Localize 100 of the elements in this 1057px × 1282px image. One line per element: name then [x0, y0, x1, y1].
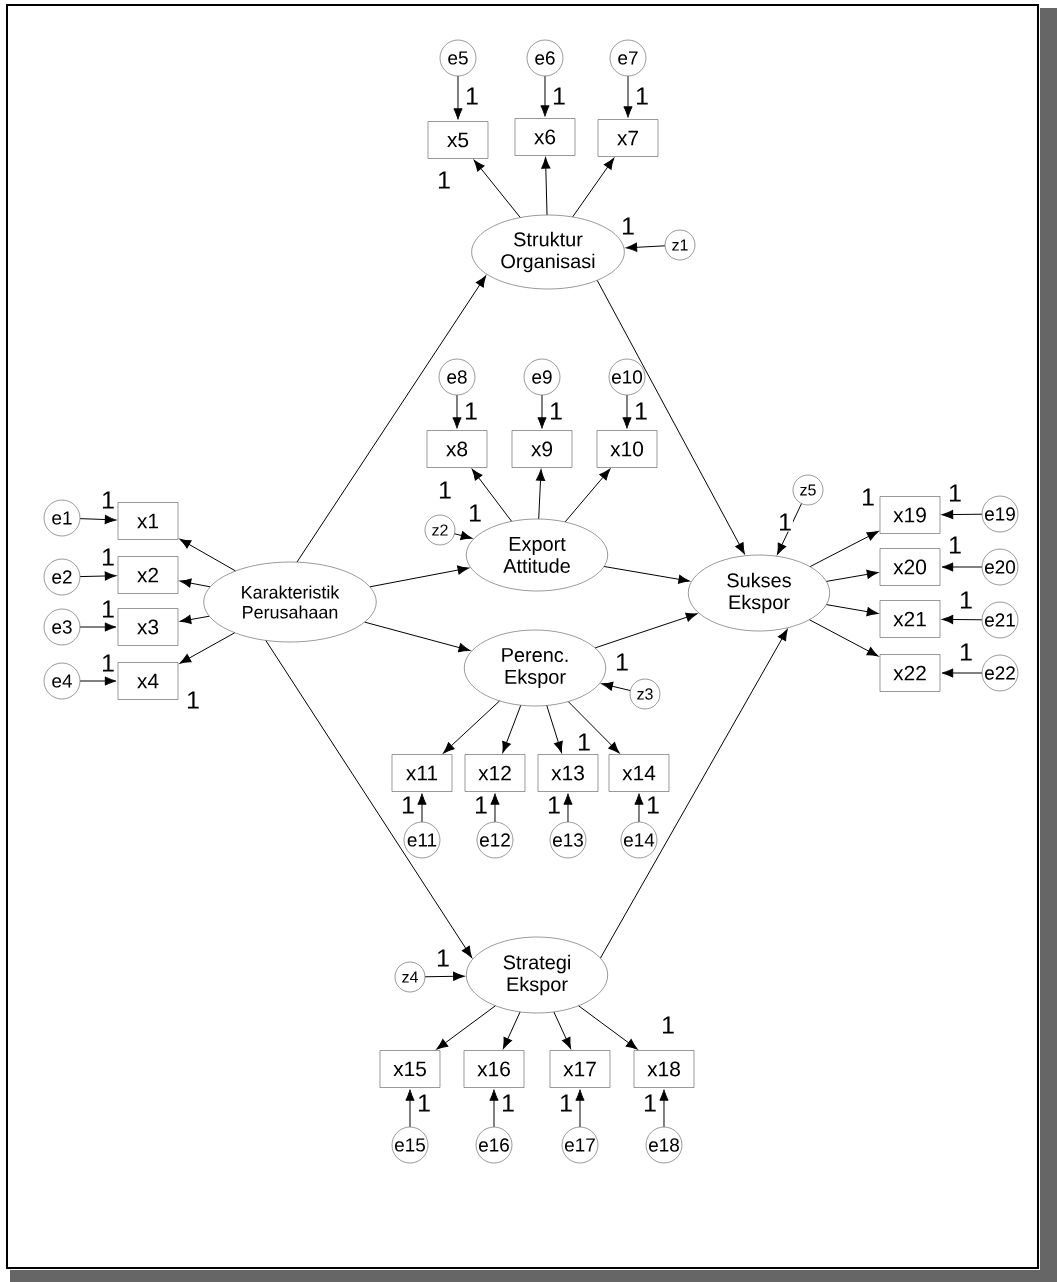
arrow: [424, 971, 465, 981]
arrow: [79, 676, 117, 686]
arrow: [809, 531, 879, 568]
arrow: [563, 793, 573, 823]
arrow: [179, 578, 211, 588]
observed-variable-box: x10: [596, 430, 658, 468]
edge-label: 1: [777, 512, 793, 532]
edge-label: 1: [558, 1093, 574, 1113]
observed-variable-box: x11: [391, 754, 453, 792]
arrow: [405, 1089, 415, 1128]
arrow: [179, 615, 210, 625]
arrow: [443, 700, 500, 754]
edge-label: 1: [416, 1093, 432, 1113]
edge-label: 1: [548, 401, 564, 421]
observed-variable-box: x2: [117, 556, 179, 594]
observed-variable-box: x20: [879, 548, 941, 586]
arrow: [79, 622, 117, 632]
observed-variable-box: x1: [117, 502, 179, 540]
edge-label: 1: [400, 795, 416, 815]
arrow: [622, 394, 632, 429]
arrow: [941, 562, 983, 572]
edge-label: 1: [100, 599, 116, 619]
arrow: [296, 275, 487, 563]
observed-variable-box: x13: [537, 754, 599, 792]
edge-label: 1: [958, 642, 974, 662]
arrow: [941, 509, 983, 520]
arrow: [603, 566, 690, 584]
arrow: [601, 681, 631, 691]
arrow: [79, 514, 117, 525]
arrow: [941, 668, 983, 678]
edge-label: 1: [642, 1093, 658, 1113]
arrow: [471, 468, 512, 522]
arrow: [537, 394, 547, 429]
arrow: [941, 614, 983, 625]
edge-label: 1: [576, 732, 592, 752]
edge-label: 1: [100, 653, 116, 673]
observed-variable-box: x3: [117, 608, 179, 646]
arrow: [540, 75, 550, 117]
edge-label: 1: [546, 795, 562, 815]
edge-label: 1: [464, 86, 480, 106]
arrow: [179, 538, 236, 572]
edge-label: 1: [633, 401, 649, 421]
arrow: [578, 1005, 638, 1050]
arrow: [625, 242, 666, 252]
edge-label: 1: [437, 480, 453, 500]
observed-variable-box: x17: [549, 1050, 611, 1088]
arrow: [454, 531, 473, 541]
observed-variable-box: x8: [426, 430, 488, 468]
arrow: [502, 704, 522, 753]
edge-label: 1: [958, 590, 974, 610]
edge-label: 1: [660, 1015, 676, 1035]
arrow: [452, 394, 462, 429]
edge-label: 1: [500, 1093, 516, 1113]
edge-label: 1: [436, 170, 452, 190]
arrow: [659, 1089, 669, 1128]
arrow: [490, 793, 500, 823]
edge-label: 1: [185, 690, 201, 710]
arrow: [436, 1005, 496, 1050]
edge-label: 1: [634, 86, 650, 106]
observed-variable-box: x18: [633, 1050, 695, 1088]
edge-label: 1: [645, 795, 661, 815]
arrow: [594, 612, 698, 649]
edge-label: 1: [947, 535, 963, 555]
arrow: [600, 629, 788, 959]
arrow: [265, 640, 473, 958]
arrow: [489, 1089, 499, 1128]
observed-variable-box: x4: [117, 662, 179, 700]
arrow: [541, 157, 551, 216]
edge-label: 1: [614, 652, 630, 672]
arrow: [553, 1011, 572, 1049]
arrow: [179, 632, 236, 664]
arrow: [473, 159, 521, 218]
observed-variable-box: x21: [879, 600, 941, 638]
arrow: [535, 469, 546, 520]
observed-variable-box: x15: [379, 1050, 441, 1088]
arrow: [369, 565, 470, 588]
arrow: [575, 1089, 585, 1128]
observed-variable-box: x7: [597, 119, 659, 157]
observed-variable-box: x6: [514, 118, 576, 156]
arrow: [596, 280, 745, 555]
edge-label: 1: [100, 547, 116, 567]
arrow: [79, 571, 117, 581]
arrow: [623, 75, 633, 118]
arrow: [364, 621, 471, 653]
arrow: [417, 793, 427, 823]
observed-variable-box: x22: [879, 654, 941, 692]
arrow: [546, 705, 563, 753]
observed-variable-box: x9: [511, 430, 573, 468]
observed-variable-box: x5: [427, 121, 489, 159]
edge-label: 1: [551, 86, 567, 106]
arrow: [776, 503, 802, 555]
edge-label: 1: [435, 948, 451, 968]
arrow: [826, 569, 879, 582]
arrow: [826, 604, 879, 617]
arrow: [502, 1011, 521, 1049]
edge-label: 1: [473, 795, 489, 815]
edge-label: 1: [100, 490, 116, 510]
observed-variable-box: x14: [608, 754, 670, 792]
edge-label: 1: [860, 487, 876, 507]
arrow: [809, 619, 879, 657]
